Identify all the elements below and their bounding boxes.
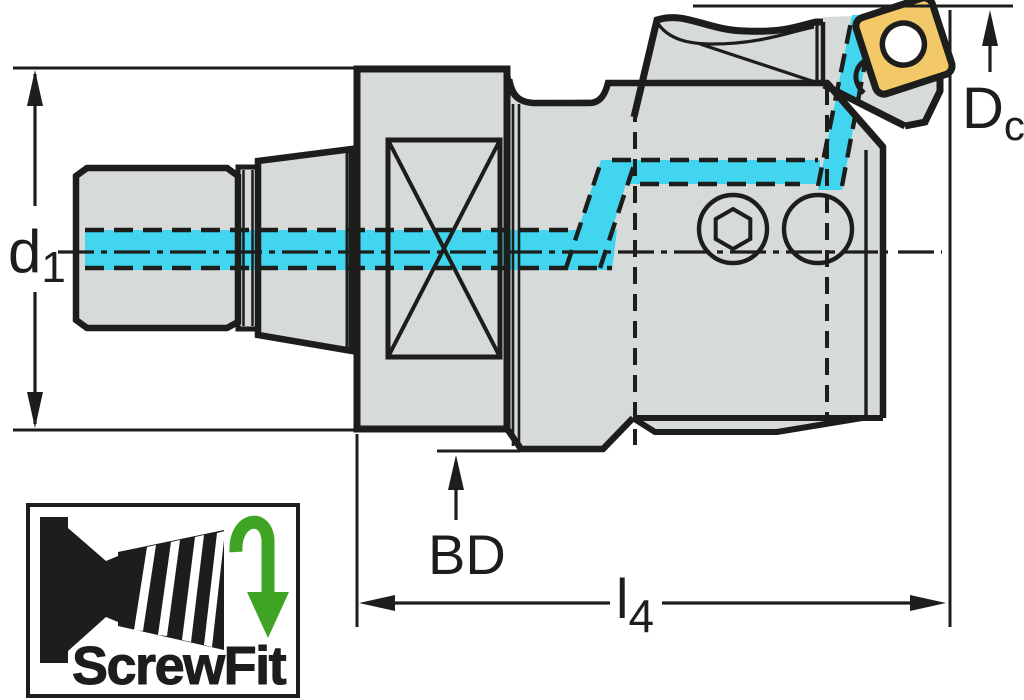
d1-arrow-up <box>27 70 43 106</box>
inner-lines <box>242 21 868 446</box>
logo-text: ScrewFit <box>72 636 287 696</box>
clamp-outline <box>630 14 823 118</box>
cutting-insert <box>852 0 956 98</box>
dimension-bd <box>437 449 520 520</box>
shank-outline <box>72 164 242 332</box>
screwfit-logo: ScrewFit <box>26 503 300 698</box>
insert-screw-hole <box>879 20 928 68</box>
l4-arrow-left <box>359 595 395 611</box>
head-bottom-bevel <box>633 418 862 432</box>
label-dc: Dc <box>962 76 1024 149</box>
clamp-top <box>634 17 823 117</box>
dimension-l4 <box>355 434 946 627</box>
cone-outline <box>254 145 356 355</box>
hex-socket-screw <box>696 192 770 266</box>
hidden-lines <box>633 88 829 445</box>
rotation-arrow-icon <box>229 515 289 638</box>
label-d1: d1 <box>8 218 66 292</box>
l4-arrow-right <box>910 595 946 611</box>
neck-head-outline <box>503 73 887 453</box>
d1-arrow-down <box>27 392 43 428</box>
bevel-outline <box>631 415 863 435</box>
side-hole <box>781 192 855 266</box>
dimension-d1 <box>13 66 357 432</box>
label-l4: l4 <box>616 567 654 642</box>
label-bd: BD <box>428 523 506 586</box>
flange-outline <box>353 65 511 433</box>
clamp-notch <box>828 85 907 149</box>
coolant-upper-bore <box>601 160 820 184</box>
dimension-dc <box>693 4 1013 72</box>
square-cross-symbol <box>385 137 503 360</box>
dc-arrow-up <box>982 10 998 46</box>
screw-thread-stripes <box>134 531 225 647</box>
bd-arrow-up <box>448 455 464 490</box>
coolant-diagonal-1 <box>565 160 633 270</box>
